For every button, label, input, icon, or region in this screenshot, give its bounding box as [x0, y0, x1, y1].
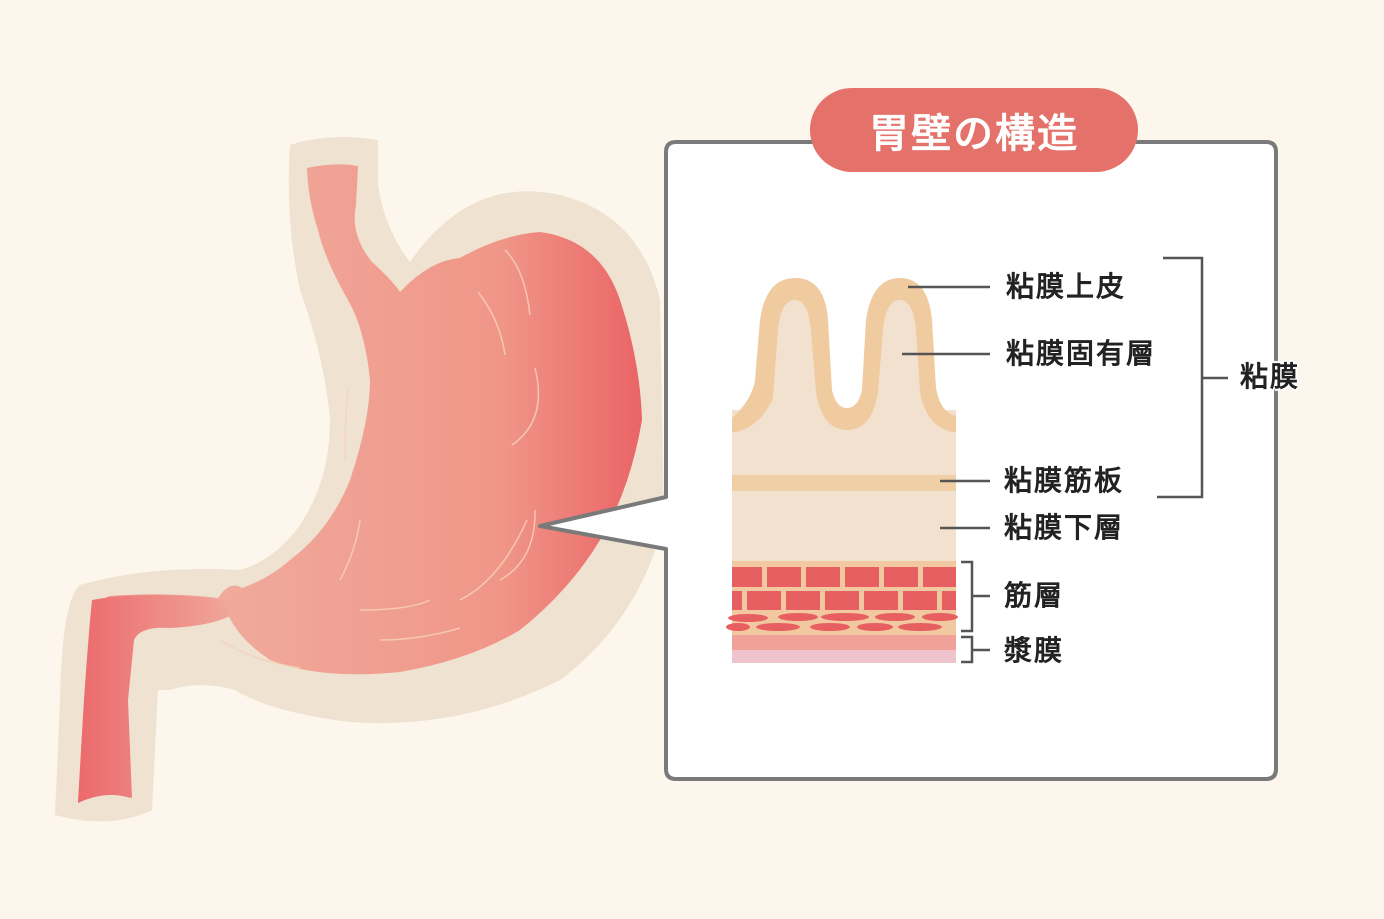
- label-lamina-propria: 粘膜固有層: [1006, 337, 1157, 370]
- stomach-inner-lumen: [78, 164, 642, 803]
- serosa-layer-outer: [732, 635, 956, 650]
- leader-lines: [902, 256, 1228, 664]
- label-muscularis-propria: 筋層: [1004, 579, 1065, 612]
- wall-cross-section: [726, 278, 958, 663]
- diagram-title: 胃壁の構造: [810, 88, 1138, 172]
- label-submucosa: 粘膜下層: [1004, 511, 1125, 544]
- serosa-layer-inner: [732, 650, 956, 663]
- lamina-propria-layer: [732, 300, 956, 475]
- label-muscularis-mucosae: 粘膜筋板: [1004, 464, 1125, 497]
- stomach-rugae-lines: [219, 249, 540, 669]
- muscularis-mucosae-layer: [732, 475, 956, 491]
- label-epithelium: 粘膜上皮: [1006, 270, 1127, 303]
- label-serosa: 漿膜: [1004, 634, 1065, 667]
- submucosa-layer: [732, 491, 956, 561]
- label-mucosa-group: 粘膜: [1240, 360, 1301, 393]
